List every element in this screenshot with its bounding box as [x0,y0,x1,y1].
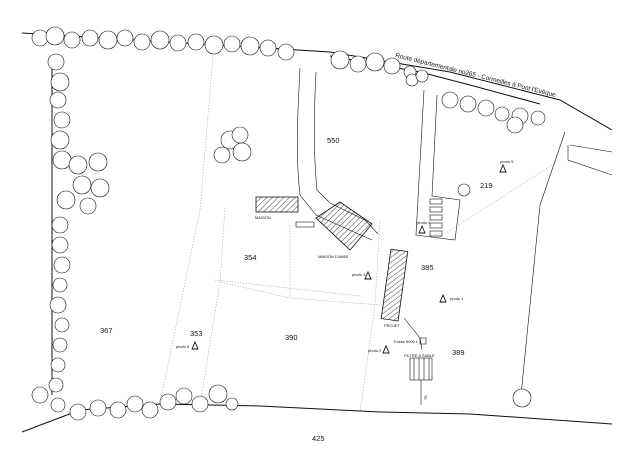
projet-label: PROJET [384,323,400,328]
photo-2-label: photo 2 [368,348,382,353]
parcel-lines [159,54,561,413]
buildings [255,196,409,322]
fosse-label: Fosse 5000 L [394,339,419,344]
photo-6-marker [191,340,199,350]
measure-label: 75 [423,395,428,400]
parcel-354: 354 [244,253,257,262]
parcel-219: 219 [480,181,493,190]
maison-label: MAISON [255,215,271,220]
parcel-367: 367 [100,326,113,335]
photo-6-label: photo 6 [176,344,190,349]
parking-area [415,89,461,241]
photo-3-marker [364,270,372,280]
photo-2-marker [382,344,390,354]
parcel-550: 550 [327,136,340,145]
photo-4-marker [418,224,426,234]
driveway [296,67,379,241]
maison-amis-label: MAISON D'AMIS [318,254,349,259]
hedge-trees [31,26,546,421]
maison-amis-building [315,201,373,251]
photo-4-label: photo 4 [417,220,431,225]
parcel-389: 389 [452,348,465,357]
photo-1-marker [439,293,447,303]
photo-5-marker [499,163,507,173]
filtre-label: FILTRE A SABLE [404,353,435,358]
terrace [295,221,315,228]
maison-building [255,196,299,213]
parcel-385: 385 [421,263,434,272]
parcel-353: 353 [190,329,203,338]
photo-5-label: photo 5 [500,159,514,164]
photo-markers [191,163,507,354]
septic-system [403,317,433,405]
parcel-390: 390 [285,333,298,342]
photo-1-label: photo 1 [450,296,464,301]
photo-3-label: photo 3 [352,272,366,277]
projet-building [380,248,409,322]
parcel-425: 425 [312,434,325,443]
